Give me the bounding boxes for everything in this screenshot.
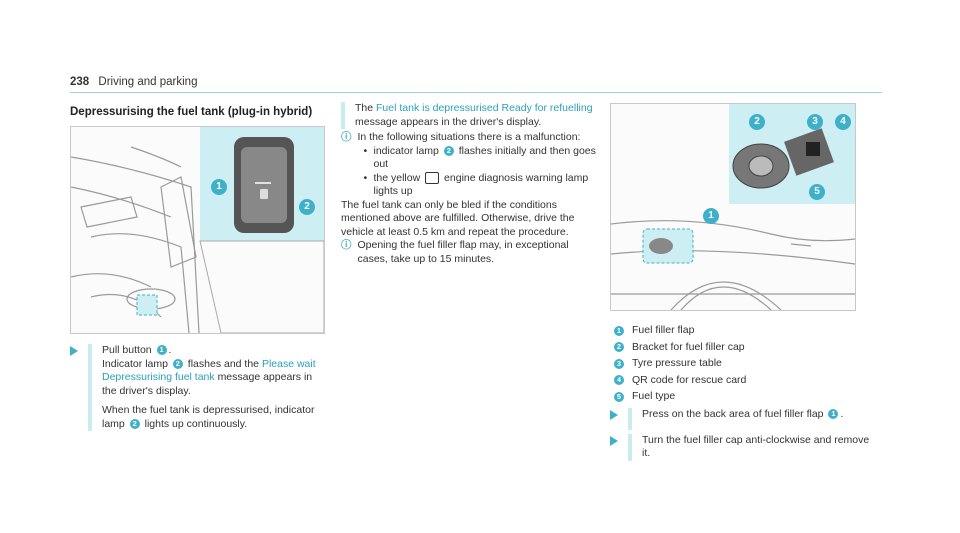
car-illustration (611, 104, 855, 310)
legend-number: 1 (614, 325, 624, 336)
legend-item: 5 Fuel type (614, 390, 864, 404)
step-text: message appears in the driver's display. (102, 371, 313, 397)
legend-number: 5 (614, 391, 624, 402)
message-block: The Fuel tank is depressurised Ready for… (341, 102, 596, 129)
info-icon: ⓘ (341, 239, 352, 251)
legend-label: Fuel type (632, 390, 676, 402)
bullet-text: flashes initially and then goes out (373, 144, 596, 171)
page-header: 238 Driving and parking (70, 76, 197, 88)
step-text: Press on the back area of fuel filler fl… (642, 408, 824, 420)
step-text: flashes and the (187, 357, 260, 370)
legend-number: 4 (614, 375, 624, 386)
display-message: Fuel tank is depressurised Ready for ref… (376, 102, 593, 114)
note-text: Opening the fuel filler flap may, in exc… (357, 239, 569, 265)
callout-1: 1 (703, 208, 719, 224)
engine-diagnosis-icon (425, 171, 440, 184)
bullet-item: the yellow engine diagnosis warning lamp… (362, 172, 597, 199)
step-text: Turn the fuel filler cap anti-clockwise … (628, 433, 870, 461)
arrow-right-icon (610, 410, 618, 420)
legend-item: 2 Bracket for fuel filler cap (614, 341, 864, 355)
step-text-suffix: . (168, 344, 172, 356)
display-message: Please wait Depressurising fuel tank (102, 357, 316, 384)
note-opening-time: ⓘ Opening the fuel filler flap may, in e… (341, 239, 596, 266)
figure-fuel-flap: 1 2 3 4 5 (610, 103, 856, 311)
step-press-flap: Press on the back area of fuel filler fl… (610, 408, 870, 430)
callout-ref: 1 (828, 409, 839, 420)
callout-3: 3 (807, 114, 823, 130)
middle-column: The Fuel tank is depressurised Ready for… (341, 102, 596, 266)
page-number: 238 (70, 76, 90, 88)
header-divider (70, 92, 882, 93)
info-icon: ⓘ (341, 131, 352, 143)
figure-interior-button: 1 2 (70, 126, 325, 334)
legend-item: 1 Fuel filler flap (614, 324, 864, 338)
legend-label: QR code for rescue card (632, 373, 747, 386)
legend-label: Bracket for fuel filler cap (632, 340, 745, 353)
note-text: In the following situations there is a m… (357, 131, 581, 143)
legend-label: Tyre pressure table (632, 357, 722, 369)
step-pull-button: Pull button 1. Indicator lamp 2 flashes … (70, 344, 323, 431)
message-suffix: message appears in the driver's display. (355, 115, 542, 128)
callout-1: 1 (211, 179, 227, 195)
callout-ref: 2 (172, 358, 183, 369)
message-prefix: The (355, 102, 374, 114)
callout-4: 4 (835, 114, 851, 130)
callout-2: 2 (299, 199, 315, 215)
legend-item: 3 Tyre pressure table (614, 357, 864, 371)
note-malfunction: ⓘ In the following situations there is a… (341, 131, 596, 199)
legend-number: 3 (614, 358, 624, 369)
right-instructions: Press on the back area of fuel filler fl… (610, 408, 870, 461)
legend-label: Fuel filler flap (632, 324, 695, 336)
step-text-suffix: . (840, 408, 844, 420)
callout-5: 5 (809, 184, 825, 200)
section-name: Driving and parking (98, 76, 198, 88)
left-instructions: Pull button 1. Indicator lamp 2 flashes … (70, 344, 323, 431)
interior-illustration (71, 127, 324, 333)
callout-ref: 2 (129, 418, 140, 429)
step-text: Pull button (102, 344, 152, 356)
bleed-conditions-text: The fuel tank can only be bled if the co… (341, 198, 575, 238)
callout-ref: 2 (443, 145, 454, 156)
bullet-text: engine diagnosis warning lamp lights up (373, 171, 589, 198)
callout-2: 2 (749, 114, 765, 130)
step-remove-cap: Turn the fuel filler cap anti-clockwise … (610, 433, 870, 461)
step-text: lights up continuously. (144, 417, 248, 430)
callout-ref: 1 (156, 345, 167, 356)
figure-legend: 1 Fuel filler flap 2 Bracket for fuel fi… (614, 324, 864, 407)
arrow-right-icon (610, 435, 618, 446)
arrow-right-icon (70, 346, 78, 356)
bullet-text: indicator lamp (373, 144, 439, 157)
step-text: Indicator lamp (102, 357, 168, 370)
step-text: When the fuel tank is depressurised, ind… (102, 404, 315, 430)
legend-item: 4 QR code for rescue card (614, 374, 864, 388)
legend-number: 2 (614, 342, 624, 353)
bullet-text: the yellow (373, 171, 421, 184)
bullet-item: indicator lamp 2 flashes initially and t… (362, 145, 597, 172)
section-title: Depressurising the fuel tank (plug-in hy… (70, 106, 313, 118)
